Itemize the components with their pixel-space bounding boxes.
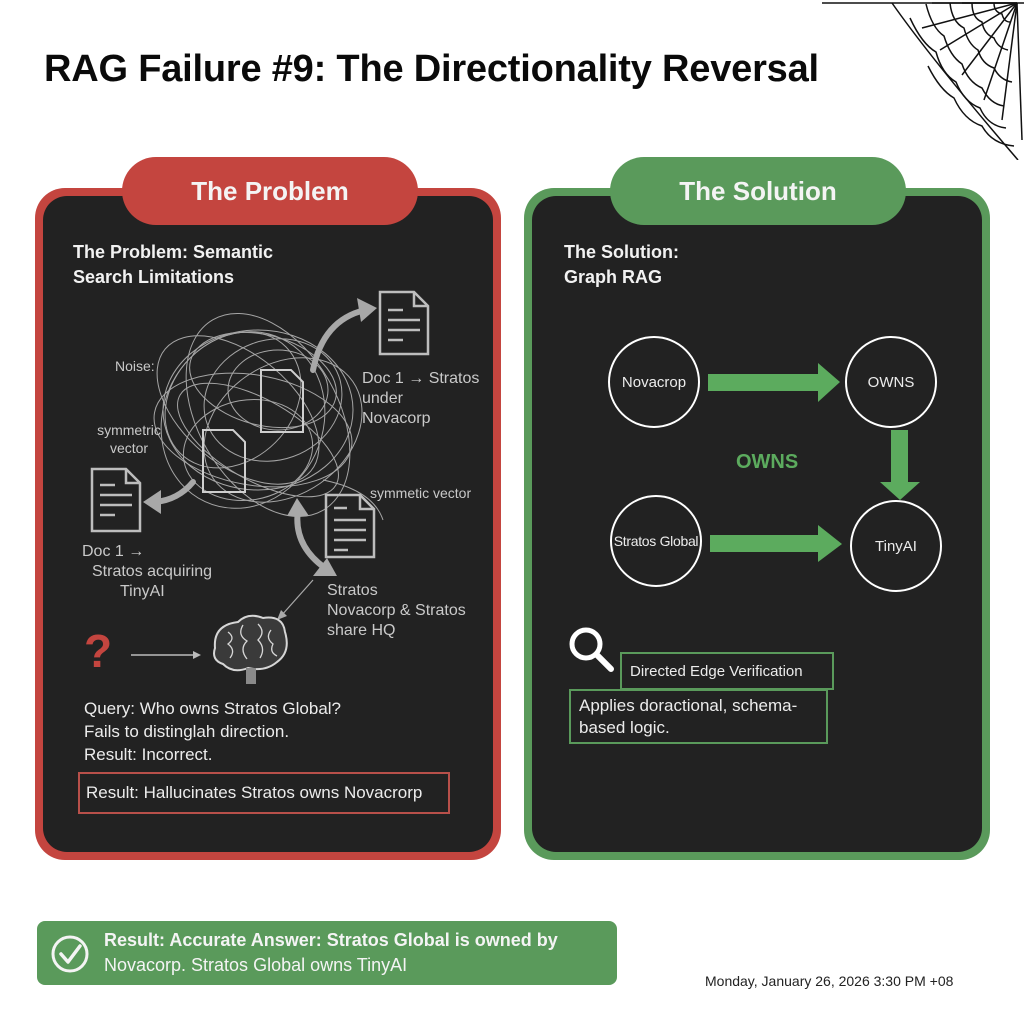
symmetric-vector-left-label: symmetric vector — [92, 421, 166, 457]
question-mark-icon: ? — [84, 625, 113, 677]
accurate-answer-text: Result: Accurate Answer: Stratos Global … — [104, 928, 614, 978]
doc-left-line3: TinyAI — [120, 583, 165, 600]
fails-line: Fails to distinglah direction. — [84, 722, 290, 741]
solution-heading-line1: The Solution: — [564, 242, 679, 262]
description-line1: Applies doractional, schema- — [579, 696, 798, 715]
answer-line1: Result: Accurate Answer: Stratos Global … — [104, 930, 558, 950]
query-line: Query: Who owns Stratos Global? — [84, 699, 342, 718]
doc-left-line1: Doc 1 → — [82, 543, 145, 560]
noise-label: Noise: — [115, 358, 155, 374]
accurate-answer-banner — [37, 921, 617, 985]
doc-top-line3: Novacorp — [362, 410, 431, 427]
page-title: RAG Failure #9: The Directionality Rever… — [44, 48, 819, 90]
solution-description-box: Applies doractional, schema- based logic… — [569, 689, 828, 744]
solution-heading: The Solution: Graph RAG — [564, 240, 679, 290]
doc-right-line3: share HQ — [327, 622, 396, 639]
document-icon — [90, 467, 142, 533]
problem-heading: The Problem: Semantic Search Limitations — [73, 240, 273, 290]
directed-edge-verification-box: Directed Edge Verification — [620, 652, 834, 690]
symmetric-vector-left-line2: vector — [109, 440, 149, 456]
problem-heading-line2: Search Limitations — [73, 267, 235, 287]
doc-left-line2: Stratos acquiring — [92, 563, 213, 580]
hallucination-result-box: Result: Hallucinates Stratos owns Novacr… — [78, 772, 450, 814]
timestamp: Monday, January 26, 2026 3:30 PM +08 — [705, 973, 954, 989]
answer-line2: Novacorp. Stratos Global owns TinyAI — [104, 955, 408, 975]
semantic-noise-illustration — [90, 290, 430, 684]
graph-node-tinyai: TinyAI — [850, 500, 942, 592]
solution-heading-line2: Graph RAG — [564, 267, 663, 287]
brain-icon — [213, 614, 288, 672]
solution-tab: The Solution — [610, 157, 906, 225]
tangled-noise-icon — [153, 313, 384, 521]
owns-relation-label: OWNS — [736, 451, 799, 473]
graph-node-owns: OWNS — [845, 336, 937, 428]
description-line2: based logic. — [579, 718, 670, 737]
document-icon — [378, 290, 430, 356]
doc-right-label: Stratos Novacorp & Stratos share HQ — [327, 581, 466, 641]
problem-heading-line1: The Problem: Semantic — [73, 242, 274, 262]
graph-node-novacrop: Novacrop — [608, 336, 700, 428]
symmetric-vector-left-line1: symmetric — [97, 422, 161, 438]
doc-top-line1: Doc 1 → Stratos — [362, 370, 480, 387]
search-icon — [569, 627, 614, 672]
symmetric-vector-right-label: symmetic vector — [370, 485, 472, 501]
problem-explanation: Query: Who owns Stratos Global? Fails to… — [84, 697, 341, 766]
graph-node-stratos-global: Stratos Global — [610, 495, 702, 587]
doc-right-line2: Novacorp & Stratos — [327, 602, 466, 619]
doc-top-label: Doc 1 → Stratos under Novacorp — [362, 369, 479, 429]
spider-web-icon — [822, 2, 1024, 160]
doc-right-line1: Stratos — [327, 582, 378, 599]
problem-tab: The Problem — [122, 157, 418, 225]
result-line: Result: Incorrect. — [84, 745, 213, 764]
document-icon — [324, 493, 376, 559]
doc-top-line2: under — [362, 390, 403, 407]
doc-left-label: Doc 1 → Stratos acquiring TinyAI — [82, 542, 212, 602]
graph-edges — [708, 363, 920, 562]
check-circle-icon — [51, 935, 89, 973]
